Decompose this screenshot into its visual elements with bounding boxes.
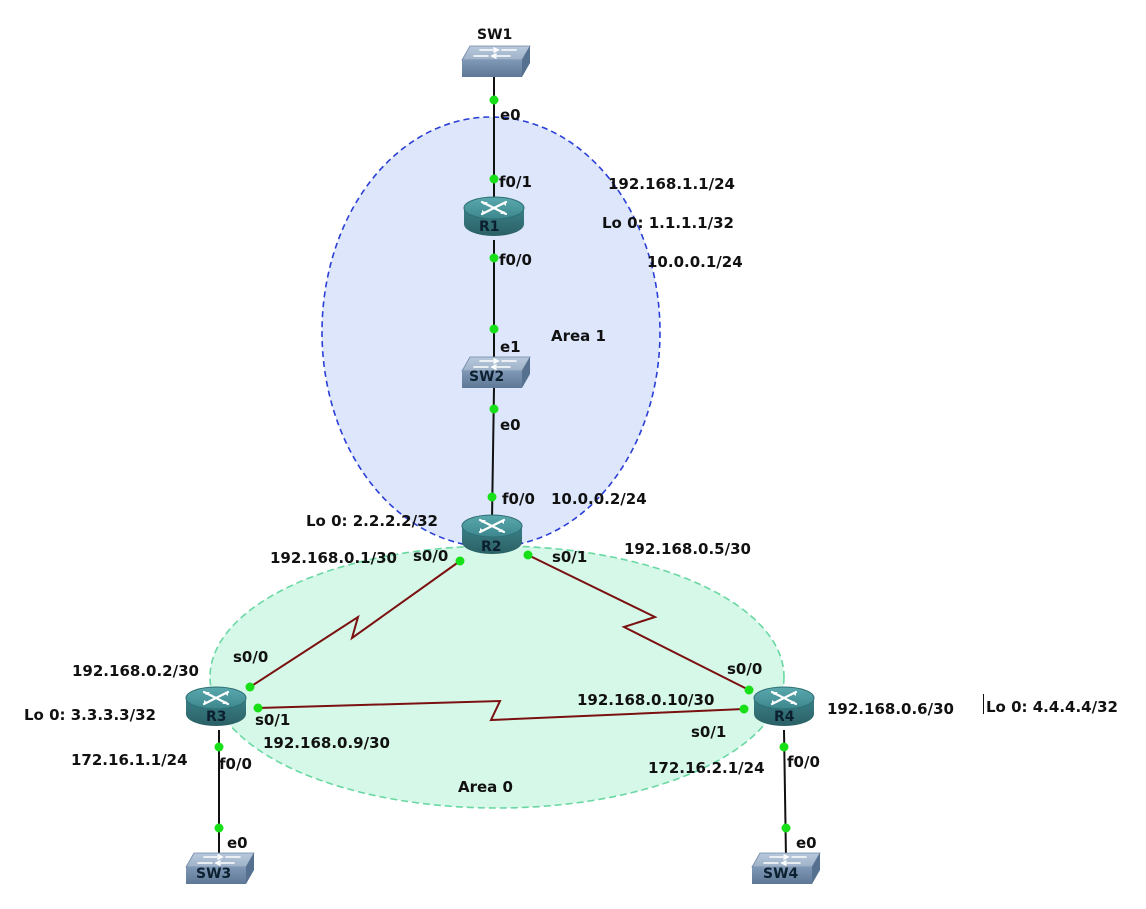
port-dot-r1-f01 [489,174,499,184]
port-dot-sw2-e0 [489,404,499,414]
port-label-r3-f00: f0/0 [219,755,252,773]
loopback-label-r2: Lo 0: 2.2.2.2/32 [306,512,438,530]
port-dot-r4-s01 [739,704,749,714]
loopback-label-r4: Lo 0: 4.4.4.4/32 [986,698,1118,716]
separator-bar [983,694,984,714]
switch-sw1-icon[interactable] [461,45,531,78]
port-label-r1-f00: f0/0 [499,251,532,269]
area-1-label: Area 1 [551,327,606,345]
device-label-sw2: SW2 [469,369,505,385]
port-label-sw4-e0: e0 [796,834,817,852]
serial-link-r2-r4 [527,554,750,691]
loopback-label-r1: Lo 0: 1.1.1.1/32 [602,214,734,232]
port-dot-r2-f00 [487,492,497,502]
port-label-r3-s00: s0/0 [233,648,269,666]
ip-label-r3-s01: 192.168.0.9/30 [263,734,390,752]
port-dot-r2-s00 [455,556,465,566]
serial-link-r3-r4 [257,699,745,722]
device-label-r2: R2 [481,539,502,555]
area-0-boundary [209,545,785,809]
port-dot-r4-f00 [779,742,789,752]
ip-label-r3-s00: 192.168.0.2/30 [72,662,199,680]
port-label-r2-f00: f0/0 [502,490,535,508]
port-dot-r3-s00 [245,682,255,692]
device-label-sw4: SW4 [763,866,799,882]
ip-label-r4-s01: 192.168.0.10/30 [577,691,715,709]
port-dot-r3-s01 [253,703,263,713]
loopback-label-r3: Lo 0: 3.3.3.3/32 [24,706,156,724]
device-label-r3: R3 [206,709,227,725]
port-dot-r2-s01 [523,550,533,560]
port-label-sw2-e1: e1 [500,338,521,356]
port-label-r2-s01: s0/1 [552,548,588,566]
port-dot-r1-f00 [489,253,499,263]
port-label-r3-s01: s0/1 [255,711,291,729]
ip-label-r3-f00: 172.16.1.1/24 [71,751,188,769]
area-0-label: Area 0 [458,778,513,796]
port-dot-r3-f00 [214,742,224,752]
device-label-r4: R4 [774,709,795,725]
port-dot-sw4-e0 [781,823,791,833]
ip-label-r4-s00: 192.168.0.6/30 [827,700,954,718]
ip-label-r2-f00: 10.0.0.2/24 [551,490,647,508]
port-dot-r4-s00 [744,685,754,695]
port-dot-sw2-e1 [489,324,499,334]
ip-label-r1-f00: 10.0.0.1/24 [647,253,743,271]
ip-label-r1-f01: 192.168.1.1/24 [608,175,735,193]
ip-label-r2-s00: 192.168.0.1/30 [270,549,397,567]
port-dot-sw3-e0 [214,823,224,833]
port-label-sw3-e0: e0 [227,834,248,852]
serial-link-r2-r3 [249,560,461,688]
port-label-sw2-e0: e0 [500,416,521,434]
port-label-r2-s00: s0/0 [413,547,449,565]
device-label-r1: R1 [479,219,500,235]
port-label-r1-f01: f0/1 [499,173,532,191]
ip-label-r4-f00: 172.16.2.1/24 [648,759,765,777]
port-label-r4-s01: s0/1 [691,723,727,741]
device-label-sw3: SW3 [196,866,232,882]
port-dot-sw1-e0 [489,95,499,105]
port-label-r4-f00: f0/0 [787,753,820,771]
ip-label-r2-s01: 192.168.0.5/30 [624,540,751,558]
device-label-sw1: SW1 [477,27,513,43]
port-label-sw1-e0: e0 [500,106,521,124]
port-label-r4-s00: s0/0 [727,660,763,678]
